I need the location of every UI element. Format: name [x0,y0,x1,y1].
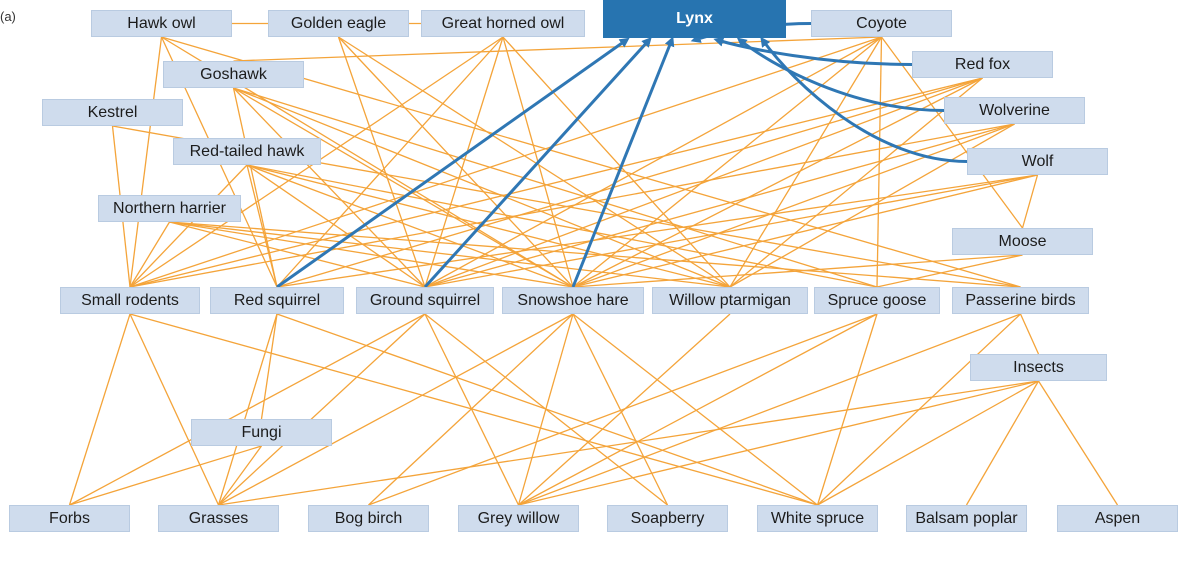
feeding-link-small-rodents-grasses [129,313,220,506]
feeding-link-goshawk-snowshoe-hare [233,87,574,288]
feeding-link-insects-balsam-poplar [965,380,1040,506]
feeding-link-northern-harrier-small-rodents [129,221,171,288]
node-grasses[interactable]: Grasses [158,505,279,532]
feeding-link-spruce-goose-bog-birch [368,313,878,506]
feeding-link-red-tailed-hawk-ground-squirrel [246,164,426,288]
feeding-link-fungi-grasses [217,445,263,506]
feeding-link-goshawk-ground-squirrel [233,87,426,288]
feeding-link-snowshoe-hare-grasses [218,313,574,506]
node-golden-eagle[interactable]: Golden eagle [268,10,409,37]
feeding-link-insects-white-spruce [817,380,1039,506]
node-bog-birch[interactable]: Bog birch [308,505,429,532]
feeding-link-wolverine-small-rodents [129,123,1015,288]
feeding-links [68,22,1119,506]
feeding-link-wolf-moose [1021,174,1039,229]
node-snowshoe-hare[interactable]: Snowshoe hare [502,287,644,314]
node-grey-willow[interactable]: Grey willow [458,505,579,532]
feeding-link-goshawk-red-squirrel [232,87,278,288]
feeding-link-wolf-red-squirrel [276,174,1038,288]
feeding-link-great-horned-owl-ground-squirrel [424,36,504,288]
node-moose[interactable]: Moose [952,228,1093,255]
feeding-link-wolverine-ground-squirrel [424,123,1015,288]
feeding-link-insects-grey-willow [518,380,1039,506]
feeding-link-wolf-snowshoe-hare [572,174,1038,288]
feeding-link-red-tailed-hawk-red-squirrel [246,164,278,288]
node-aspen[interactable]: Aspen [1057,505,1178,532]
node-insects[interactable]: Insects [970,354,1107,381]
node-kestrel[interactable]: Kestrel [42,99,183,126]
feeding-link-red-fox-snowshoe-hare [572,77,983,288]
feeding-link-coyote-ground-squirrel [424,36,882,288]
node-wolf[interactable]: Wolf [967,148,1108,175]
node-willow-ptarmigan[interactable]: Willow ptarmigan [652,287,808,314]
feeding-link-snowshoe-hare-bog-birch [368,313,574,506]
feeding-link-insects-grasses [218,380,1039,506]
feeding-link-snowshoe-hare-white-spruce [572,313,818,506]
lynx-prey-links [276,22,968,289]
feeding-link-moose-snowshoe-hare [572,254,1023,288]
feeding-link-fungi-forbs [69,445,262,506]
node-soapberry[interactable]: Soapberry [607,505,728,532]
node-northern-harrier[interactable]: Northern harrier [98,195,241,222]
node-great-horned-owl[interactable]: Great horned owl [421,10,585,37]
node-coyote[interactable]: Coyote [811,10,952,37]
feeding-link-northern-harrier-willow-ptarmigan [169,221,731,288]
feeding-link-coyote-small-rodents [129,36,882,288]
feeding-link-coyote-snowshoe-hare [572,36,882,288]
feeding-link-ground-squirrel-forbs [69,313,426,506]
lynx-arrow-snowshoe-hare [571,36,675,288]
feeding-link-small-rodents-white-spruce [129,313,818,506]
feeding-link-hawk-owl-small-rodents [129,36,163,288]
feeding-link-small-rodents-forbs [68,313,131,506]
node-ground-squirrel[interactable]: Ground squirrel [356,287,494,314]
feeding-link-goshawk-willow-ptarmigan [233,87,731,288]
node-red-tailed-hawk[interactable]: Red-tailed hawk [173,138,321,165]
feeding-link-northern-harrier-passerine-birds [169,221,1021,288]
feeding-link-goshawk-coyote [233,36,882,62]
node-balsam-poplar[interactable]: Balsam poplar [906,505,1027,532]
lynx-arrow-wolf [760,36,968,163]
feeding-link-spruce-goose-grey-willow [518,313,878,506]
feeding-link-red-squirrel-fungi [260,313,278,420]
node-passerine-birds[interactable]: Passerine birds [952,287,1089,314]
feeding-link-red-fox-red-squirrel [276,77,983,288]
node-goshawk[interactable]: Goshawk [163,61,304,88]
feeding-link-coyote-moose [880,36,1024,229]
feeding-link-red-tailed-hawk-small-rodents [129,164,248,288]
feeding-link-red-tailed-hawk-willow-ptarmigan [246,164,731,288]
feeding-link-ground-squirrel-grey-willow [424,313,520,506]
node-hawk-owl[interactable]: Hawk owl [91,10,232,37]
feeding-link-golden-eagle-ground-squirrel [337,36,426,288]
feeding-link-red-tailed-hawk-snowshoe-hare [246,164,574,288]
node-white-spruce[interactable]: White spruce [757,505,878,532]
node-wolverine[interactable]: Wolverine [944,97,1085,124]
feeding-link-ground-squirrel-grasses [218,313,426,506]
node-small-rodents[interactable]: Small rodents [60,287,200,314]
feeding-link-wolf-ground-squirrel [424,174,1038,288]
lynx-arrow-ground-squirrel [423,37,652,289]
feeding-link-passerine-birds-insects [1019,313,1040,355]
feeding-link-red-tailed-hawk-spruce-goose [246,164,878,288]
node-red-fox[interactable]: Red fox [912,51,1053,78]
node-forbs[interactable]: Forbs [9,505,130,532]
node-lynx[interactable]: Lynx [603,0,786,38]
node-fungi[interactable]: Fungi [191,419,332,446]
feeding-link-snowshoe-hare-soapberry [572,313,669,506]
panel-label: (a) [0,9,16,24]
feeding-link-great-horned-owl-willow-ptarmigan [502,36,731,288]
feeding-link-wolverine-snowshoe-hare [572,123,1015,288]
feeding-link-passerine-birds-grey-willow [518,313,1021,506]
node-red-squirrel[interactable]: Red squirrel [210,287,344,314]
lynx-arrow-red-squirrel [276,37,630,289]
feeding-link-snowshoe-hare-grey-willow [517,313,574,506]
feeding-link-northern-harrier-snowshoe-hare [169,221,574,288]
lynx-arrow-red-fox [713,36,913,66]
feeding-link-northern-harrier-ground-squirrel [169,221,426,288]
lynx-arrow-wolverine [736,37,945,112]
feeding-link-insects-aspen [1037,380,1119,506]
feeding-link-moose-spruce-goose [876,254,1023,288]
node-spruce-goose[interactable]: Spruce goose [814,287,940,314]
feeding-link-red-fox-small-rodents [129,77,983,288]
